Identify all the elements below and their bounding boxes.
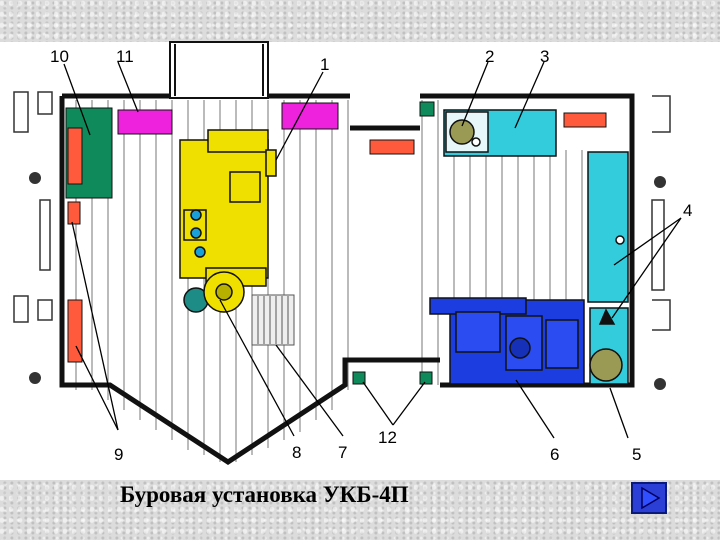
slide-caption: Буровая установка УКБ-4П xyxy=(120,482,409,507)
callout-4: 4 xyxy=(683,201,693,220)
grating-7 xyxy=(251,294,295,346)
red-unit-9 xyxy=(67,299,83,363)
cyan-tank-4 xyxy=(587,151,629,303)
entrance-frame xyxy=(169,41,269,99)
drilling-rig-floor-plan xyxy=(13,41,682,465)
callout-11: 11 xyxy=(116,47,134,66)
callout-8: 8 xyxy=(292,443,302,462)
outrigger-jacks xyxy=(29,172,666,390)
cyan-unit-5 xyxy=(589,307,629,385)
yellow-engine-assembly-1 xyxy=(179,129,277,287)
callout-3: 3 xyxy=(540,47,550,66)
callout-10: 10 xyxy=(50,47,69,66)
teal-rotor-8 xyxy=(183,271,245,313)
callout-6: 6 xyxy=(550,445,560,464)
red-unit-middle xyxy=(369,139,415,155)
red-unit-top-right xyxy=(563,112,607,128)
cyan-tank-2-3 xyxy=(443,109,557,157)
magenta-panel-1 xyxy=(281,102,339,130)
green-box-bottom-left xyxy=(352,371,366,385)
green-box-bottom-right xyxy=(419,371,433,385)
magenta-panel-11 xyxy=(117,109,173,135)
play-next-icon xyxy=(641,486,661,510)
callout-2: 2 xyxy=(485,47,495,66)
next-slide-button[interactable] xyxy=(631,482,667,514)
outrigger-brackets xyxy=(13,91,671,331)
callout-9: 9 xyxy=(114,445,124,464)
red-stub-9 xyxy=(67,201,81,225)
callout-7: 7 xyxy=(338,443,348,462)
callout-12: 12 xyxy=(378,428,397,447)
callout-1: 1 xyxy=(320,55,330,74)
blue-mud-pump-6 xyxy=(429,297,585,385)
callout-5: 5 xyxy=(632,445,642,464)
leader-lines xyxy=(63,61,682,439)
red-unit-10 xyxy=(67,127,83,185)
green-box-top xyxy=(419,101,435,117)
